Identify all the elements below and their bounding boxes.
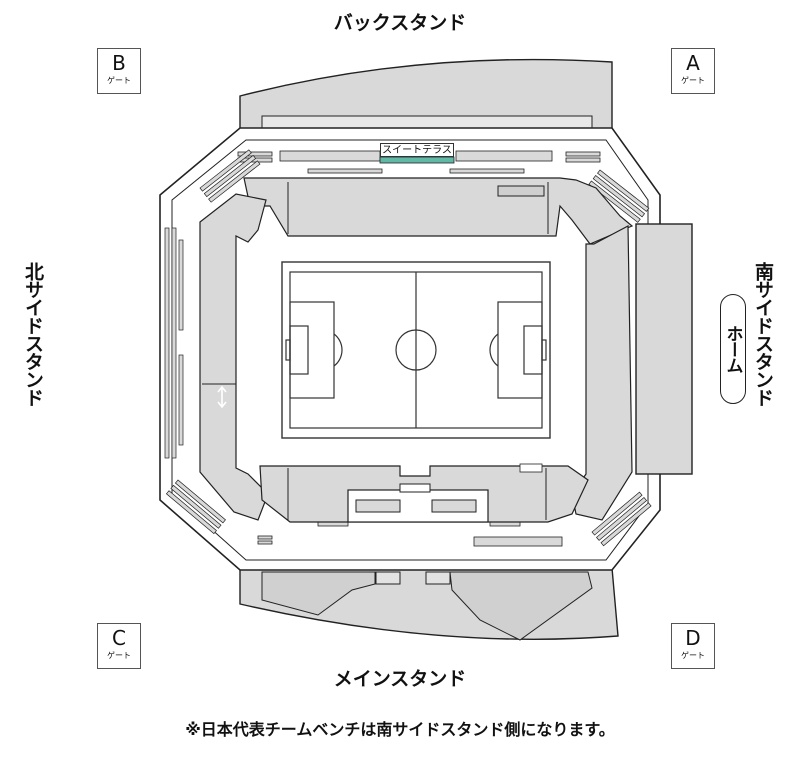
south-home-stand (635, 223, 693, 475)
north-side-strips (164, 227, 184, 459)
gate-d: D ゲート (671, 623, 715, 669)
suite-terrace-label: スイートテラス (380, 143, 454, 157)
home-label: ホーム (720, 294, 746, 404)
gate-letter: C (112, 626, 126, 650)
back-stand-label: バックスタンド (333, 12, 467, 34)
gate-letter: A (686, 51, 700, 75)
gate-letter: D (685, 626, 701, 650)
suite-terrace-seats (379, 156, 455, 164)
gate-word: ゲート (107, 651, 131, 660)
back-stand-upper (239, 58, 613, 133)
south-side-stand-label: 南サイドスタンド (752, 262, 774, 406)
gate-b: B ゲート (97, 48, 141, 94)
corner-seat-strips (165, 149, 652, 547)
main-stand-label: メインスタンド (333, 668, 467, 690)
pitch (281, 261, 551, 439)
gate-letter: B (112, 51, 126, 75)
north-side-stand-label: 北サイドスタンド (22, 262, 44, 406)
gate-c: C ゲート (97, 623, 141, 669)
gate-word: ゲート (681, 76, 705, 85)
upper-ring-seat-strips (237, 150, 601, 547)
gate-word: ゲート (681, 651, 705, 660)
gate-a: A ゲート (671, 48, 715, 94)
lower-tier (199, 177, 634, 523)
gate-word: ゲート (107, 76, 131, 85)
footnote: ※日本代表チームベンチは南サイドスタンド側になります。 (185, 720, 615, 739)
up-down-arrow-icon (217, 385, 227, 409)
